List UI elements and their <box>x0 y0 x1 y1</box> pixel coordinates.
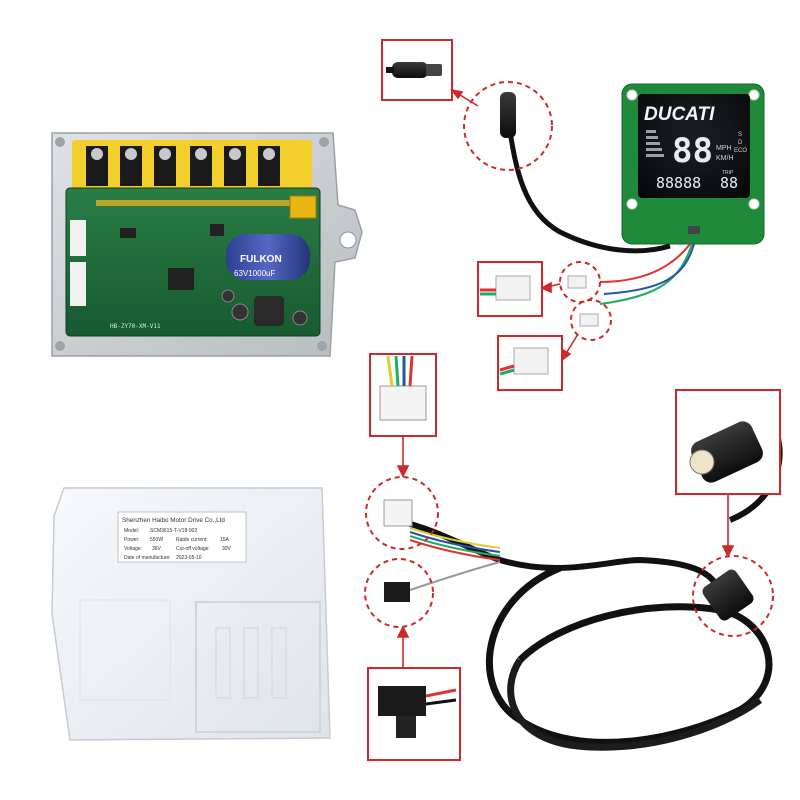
label-model-value: SCM3615-T-V18-002 <box>150 528 197 534</box>
capacitor-rating: 63V1000uF <box>234 269 275 278</box>
pcb-connector <box>70 262 86 306</box>
capacitor-small <box>221 289 235 303</box>
screw-head <box>55 341 65 351</box>
mode-eco: ECO <box>734 148 747 154</box>
leader-lines <box>396 88 735 668</box>
display-wire-bundle <box>599 243 693 305</box>
ic-chip <box>120 228 136 238</box>
label-cutoff-key: Cut-off voltage: <box>176 546 210 552</box>
lcd-screen <box>638 94 750 198</box>
callouts <box>364 81 774 637</box>
display-wire-bundle <box>599 243 691 283</box>
label-voltage-value: 36V <box>152 546 162 552</box>
label-cutoff-value: 30V <box>222 546 232 552</box>
mode-s: S <box>738 132 742 138</box>
screw-head <box>319 137 329 147</box>
capacitor-small <box>292 310 308 326</box>
display-wire-bundle <box>603 243 695 295</box>
cover-rib <box>215 627 231 699</box>
label-current-value: 15A <box>220 537 230 543</box>
mount-hole <box>626 198 638 210</box>
callout-circle-display-plug-b <box>570 299 612 341</box>
label-model-key: Model: <box>124 528 139 534</box>
display-brand: DUCATI <box>644 104 715 125</box>
screw-head <box>55 137 65 147</box>
wire-gray <box>409 561 501 591</box>
label-power-value: 550W <box>150 537 163 543</box>
label-date-value: 2023-05-10 <box>176 555 202 561</box>
callout-circle-6pin <box>365 476 439 550</box>
zoom-boxes <box>367 39 781 761</box>
speed-unit: MPH <box>716 145 732 152</box>
capacitor-brand: FULKON <box>240 254 282 265</box>
label-date-key: Date of manufacture: <box>124 555 171 561</box>
callout-circle-motor-connector <box>692 555 774 637</box>
battery-bars <box>646 130 664 157</box>
wire-green <box>409 535 501 557</box>
board-silkscreen: HB-ZY70-XM-V11 <box>110 323 161 330</box>
label-power-key: Power: <box>124 537 140 543</box>
wire-red <box>409 539 501 561</box>
wire-yellow <box>409 527 501 549</box>
mount-hole <box>748 89 760 101</box>
spec-label: Shenzhen Haibo Motor Drive Co.,Ltd Model… <box>117 511 247 563</box>
ic-chip <box>210 224 224 236</box>
label-current-key: Ratde current: <box>176 537 208 543</box>
controller-board: FULKON 63V1000uF HB-ZY70-XM-V11 <box>51 132 363 357</box>
screw-head <box>317 341 327 351</box>
callout-circle-2pin <box>364 558 434 628</box>
display-cable <box>505 119 671 254</box>
ic-chip <box>168 268 194 290</box>
mount-hole <box>626 89 638 101</box>
resistor-block <box>96 200 296 206</box>
speed-unit-alt: KM/H <box>716 155 734 162</box>
capacitor-small <box>231 303 249 321</box>
callout-content <box>383 92 754 621</box>
inductor <box>254 296 284 326</box>
cover-rib <box>271 627 287 699</box>
pcb-connector <box>70 220 86 256</box>
mount-hole <box>748 198 760 210</box>
zoom-box-plug-b <box>497 335 563 391</box>
cover-rib <box>195 601 321 733</box>
odo-digits: 88888 <box>656 174 701 192</box>
callout-circle-display-connector <box>463 81 553 171</box>
label-voltage-key: Voltage: <box>124 546 142 552</box>
controller-cover: Shenzhen Haibo Motor Drive Co.,Ltd Model… <box>51 487 331 741</box>
display-button <box>688 226 700 234</box>
mount-hole <box>339 231 357 249</box>
cover-rib <box>243 627 259 699</box>
label-manufacturer: Shenzhen Haibo Motor Drive Co.,Ltd <box>122 517 225 524</box>
mosfet-row <box>86 146 280 186</box>
trip-digits: 88 <box>720 174 738 192</box>
callout-circle-display-plug-a <box>559 261 601 303</box>
capacitor: FULKON 63V1000uF <box>226 234 310 280</box>
display-unit: DUCATI 88 MPH KM/H S D ECO 88888 88 TRIP <box>621 83 765 245</box>
xt-connector <box>289 195 317 219</box>
wire-blue <box>409 531 501 553</box>
trip-label: TRIP <box>722 170 734 176</box>
mode-d: D <box>738 140 743 146</box>
speed-digits: 88 <box>672 131 713 171</box>
cover-rib <box>79 599 171 701</box>
